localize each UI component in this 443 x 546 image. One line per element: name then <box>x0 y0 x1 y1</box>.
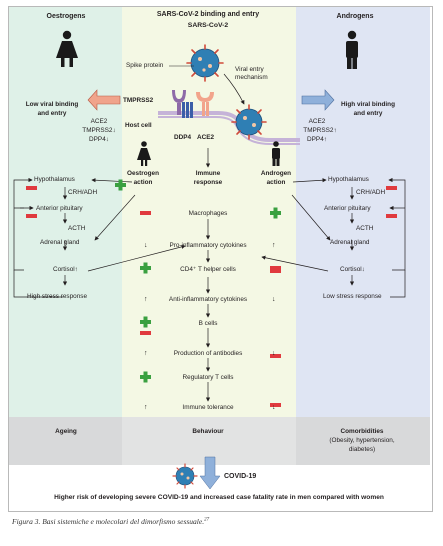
left-stress: High stress response <box>27 293 88 300</box>
docked-virus-icon <box>231 104 267 140</box>
spike-protein-label: Spike protein <box>126 62 164 69</box>
oestrogens-heading: Oestrogens <box>46 13 86 20</box>
left-ace2: ACE2 <box>90 118 108 125</box>
proinflammatory-label: Pro-inflammatory cytokines <box>169 242 247 249</box>
covid-virus-icon <box>172 463 198 489</box>
right-dpp4: DPP4↑ <box>307 136 327 143</box>
arrow-indicator: ↓ <box>272 296 276 303</box>
figure-caption: Figura 3. Basi sistemiche e molecolari d… <box>12 517 209 526</box>
arrow-indicator: ↓ <box>272 350 276 357</box>
arrow-indicator: ↓ <box>144 242 148 249</box>
right-tmprss2: TMPRSS2↑ <box>303 127 337 134</box>
ace2-label: ACE2 <box>197 134 215 141</box>
viral-entry-label-1: Viral entry <box>235 66 264 73</box>
right-ace2: ACE2 <box>308 118 326 125</box>
macrophages-label: Macrophages <box>188 210 228 217</box>
high-binding-arrow-icon <box>301 89 335 111</box>
androgen-action-2: action <box>266 179 286 186</box>
sars-subheading: SARS-CoV-2 <box>187 22 229 29</box>
left-cortisol: Cortisol↑ <box>53 266 78 273</box>
caption-ref: 27 <box>204 517 210 523</box>
left-crh: CRH/ADH <box>68 189 98 196</box>
oestrogens-panel <box>9 7 122 417</box>
left-acth: ACTH <box>68 225 86 232</box>
low-binding-label-1: Low viral binding <box>25 101 79 108</box>
female-small-icon <box>137 141 151 166</box>
behaviour-label: Behaviour <box>192 428 224 435</box>
male-figure-icon <box>346 30 358 69</box>
caption-text: Figura 3. Basi sistemiche e molecolari d… <box>12 517 205 526</box>
comorbidities-detail-1: (Obesity, hypertension, <box>329 437 395 444</box>
ddp4-label: DDP4 <box>174 134 192 141</box>
bcells-label: B cells <box>198 320 218 327</box>
plus-sign-icon <box>115 179 281 383</box>
comorbidities-label: Comorbidities <box>340 428 384 435</box>
left-tmprss2: TMPRSS2↓ <box>82 127 116 134</box>
covid-label: COVID-19 <box>224 473 257 480</box>
right-stress: Low stress response <box>323 293 382 300</box>
viral-entry-label-2: mechanism <box>235 74 268 81</box>
covid-arrow-icon <box>199 456 221 490</box>
minus-sign-icon <box>26 186 397 407</box>
right-adrenal: Adrenal gland <box>330 239 370 246</box>
androgens-heading: Androgens <box>336 13 374 20</box>
arrow-indicator: ↑ <box>144 404 148 411</box>
comorbidities-detail-2: diabetes) <box>348 446 376 453</box>
sars-heading: SARS-CoV-2 binding and entry <box>156 11 260 18</box>
treg-label: Regulatory T cells <box>182 374 234 381</box>
antiinflammatory-label: Anti-inflammatory cytokines <box>168 296 248 303</box>
left-dpp4: DPP4↓ <box>89 136 109 143</box>
ageing-label: Ageing <box>55 428 77 435</box>
arrow-indicator: ↓ <box>272 404 276 411</box>
immune-response-2: response <box>193 179 223 186</box>
female-figure-icon <box>56 30 78 67</box>
right-cortisol: Cortisol↓ <box>340 266 365 273</box>
tolerance-label: Immune tolerance <box>182 404 234 411</box>
cd4-label: CD4⁺ T helper cells <box>180 266 236 273</box>
high-binding-label-2: and entry <box>353 110 383 117</box>
comorbidities-strip <box>296 417 430 465</box>
low-binding-label-2: and entry <box>37 110 67 117</box>
androgens-panel <box>296 7 430 417</box>
androgen-action-1: Androgen <box>260 170 292 177</box>
immune-response-1: Immune <box>195 170 221 177</box>
low-binding-arrow-icon <box>87 89 121 111</box>
male-small-icon <box>272 141 280 166</box>
oestrogen-action-2: action <box>133 179 153 186</box>
right-crh: CRH/ADH <box>356 189 386 196</box>
oestrogen-action-1: Oestrogen <box>127 170 159 177</box>
right-acth: ACTH <box>356 225 374 232</box>
arrow-indicator: ↑ <box>144 350 148 357</box>
ddp4-receptor-icon <box>182 102 193 118</box>
ace2-receptor-icon <box>196 92 214 116</box>
tmprss2-label: TMPRSS2 <box>123 97 154 104</box>
left-adrenal: Adrenal gland <box>40 239 80 246</box>
right-pituitary: Anterior pituitary <box>324 205 371 212</box>
sars-cov-2-virus-icon <box>186 44 224 82</box>
right-hypothalamus: Hypothalamus <box>328 176 369 183</box>
ageing-strip <box>9 417 122 465</box>
right-hpa-arrows <box>261 177 406 298</box>
left-hypothalamus: Hypothalamus <box>34 176 75 183</box>
high-binding-label-1: High viral binding <box>341 101 395 108</box>
arrow-indicator: ↑ <box>272 242 276 249</box>
left-hpa-arrows <box>13 177 186 298</box>
tmprss2-receptor-icon <box>172 90 186 115</box>
antibodies-label: Production of antibodies <box>173 350 243 357</box>
host-cell-label: Host cell <box>125 122 152 129</box>
conclusion-text: Higher risk of developing severe COVID-1… <box>54 494 384 501</box>
left-pituitary: Anterior pituitary <box>36 205 83 212</box>
arrow-indicator: ↑ <box>144 296 148 303</box>
